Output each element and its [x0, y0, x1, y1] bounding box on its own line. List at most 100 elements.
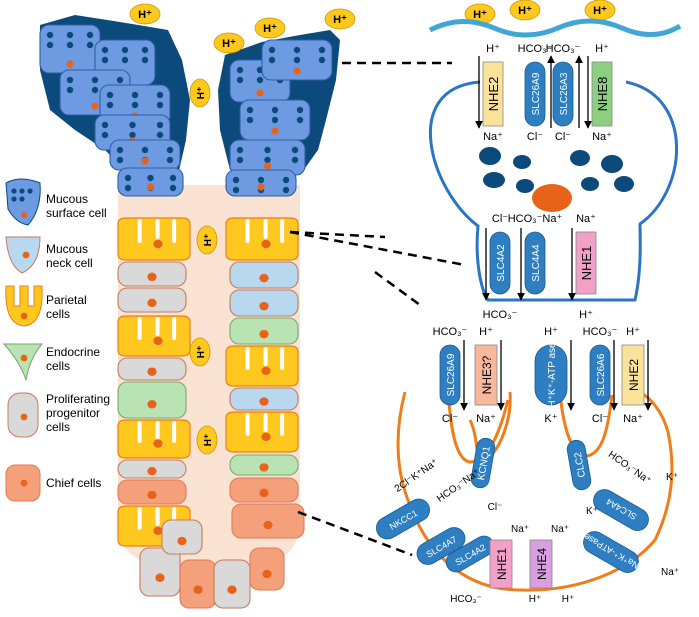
mucous-granule: [318, 46, 326, 54]
mucous-granule: [282, 176, 290, 184]
mucous-granule: [141, 46, 149, 54]
legend-label-line: neck cell: [46, 256, 93, 270]
mucous-granule: [293, 56, 301, 64]
gland-cell-right-5: [225, 169, 297, 197]
mucous-granule: [236, 146, 244, 154]
gland-cell-right-5-nucleus: [257, 183, 265, 191]
mucous-granule: [66, 86, 74, 94]
gland-cell-right-7-nucleus: [259, 273, 269, 283]
gland-cell-left-7: [117, 167, 184, 197]
mucous-granule: [129, 121, 136, 129]
gland-cell-right-9: [229, 317, 299, 345]
parietal-basolateral-nhe1: NHE1: [489, 539, 513, 589]
legend-nucleus: [20, 312, 28, 320]
mucous-granule: [86, 41, 94, 49]
proton-bubble: [189, 337, 211, 367]
gland-cell-right-14-nucleus: [259, 488, 269, 498]
gland-cell-left-8: [117, 217, 191, 261]
parietal-apical-slc26a6: SLC26A6: [589, 344, 611, 406]
surface-apical-nhe2-label: NHE2: [486, 77, 501, 112]
legend-item-chief: Chief cells: [5, 464, 101, 502]
surface-basolateral-slc4a4: SLC4A4: [524, 231, 546, 295]
parietal-basolateral-ion: K⁺: [586, 506, 598, 517]
parietal-basolateral-slc4a4: SLC4A4: [593, 489, 649, 531]
mucous-granule: [256, 76, 264, 84]
gland-cell-right-11-nucleus: [259, 397, 269, 406]
mucous-granule: [66, 41, 74, 49]
mucous-granules: [479, 147, 634, 193]
mucous-granule: [147, 174, 154, 182]
gland-cell-base-1-nucleus: [155, 573, 165, 582]
mucous-granule: [91, 76, 99, 84]
gland-cell-left-7-nucleus: [146, 183, 155, 191]
proton-label: H⁺: [138, 9, 152, 21]
surface-apical-ion-bottom: Na⁺: [483, 131, 503, 143]
parietal-basolateral-nkcc1-body: [376, 498, 430, 540]
proton-bubble: [196, 225, 218, 255]
gland-cell-left-7-body: [117, 167, 184, 197]
gland-cell-right-4: [229, 139, 306, 176]
gland-cell-right-6: [225, 217, 299, 261]
gland-cell-right-13: [229, 454, 299, 476]
parietal-apical-ion-top: H⁺: [479, 326, 493, 338]
surface-apical-slc26a3-label: SLC26A3: [559, 72, 570, 115]
gland-cell-base-2-nucleus: [193, 585, 203, 594]
gland-cell-right-12-body: [225, 411, 299, 453]
surface-apical-slc26a3: SLC26A3: [552, 61, 574, 127]
gland-cell-right-15-nucleus: [263, 520, 273, 530]
gland-cell-left-17-nucleus: [153, 526, 163, 535]
mucous-granule: [116, 156, 124, 164]
legend-nucleus: [20, 413, 28, 421]
gland-cell-left-10: [117, 287, 187, 313]
parietal-apical-ion-bottom: K⁺: [544, 413, 557, 425]
gland-cell-left-10-nucleus: [147, 298, 157, 308]
proton-label: H⁺: [473, 9, 487, 21]
surface-basolateral-ion-top: HCO₃⁻Na⁺: [508, 213, 563, 225]
gland-cell-left-14-canaliculi: [137, 421, 177, 443]
legend-label-line: progenitor: [46, 406, 100, 420]
proton-label: H⁺: [196, 346, 207, 359]
mucous-granule: [236, 76, 244, 84]
mucous-granule: [91, 86, 99, 94]
surface-basolateral-nhe1-body: [575, 231, 597, 295]
gland-cell-right-10-nucleus: [261, 366, 271, 375]
legend-nucleus: [21, 212, 27, 218]
mucous-granule: [264, 156, 271, 164]
parietal-apical-nhe2-label: NHE2: [627, 359, 641, 391]
mucous-granule: [282, 186, 290, 194]
surface-basolateral-nhe1: NHE1: [575, 231, 597, 295]
mucous-granule: [141, 146, 149, 154]
gland-cell-left-13: [117, 381, 187, 419]
parietal-basolateral-ion: K⁺: [666, 472, 678, 483]
parietal-basolateral-nkcc1: NKCC1: [376, 498, 430, 540]
gland-cell-right-6-body: [225, 217, 299, 261]
mucous-granule: [129, 131, 136, 139]
parietal-apical-slc26a9-label: SLC26A9: [446, 353, 457, 396]
legend-label-line: cells: [46, 359, 70, 373]
proton-10: H⁺: [509, 0, 541, 21]
legend-label-line: cells: [46, 307, 70, 321]
mucous-granule: [101, 121, 109, 129]
parietal-basolateral-slc4a7-body: [416, 527, 466, 565]
proton-bubble: [196, 425, 218, 455]
gland-cell-left-3-nucleus: [91, 102, 99, 110]
gland-cell-base-1: [139, 547, 181, 597]
parietal-channel-clc2-body: [566, 439, 592, 491]
mucous-granule: [291, 146, 299, 154]
parietal-basolateral-ion: Cl⁻: [488, 502, 503, 513]
parietal-apical-nhe3--label: NHE3?: [480, 355, 494, 394]
surface-cell-nucleus: [532, 184, 572, 212]
proton-bubble: [509, 0, 541, 21]
mucous-granule: [131, 91, 139, 99]
gland-cell-left-8-body: [117, 217, 191, 261]
gland-cell-right-4-nucleus: [263, 162, 272, 170]
proton-bubble: [213, 32, 245, 54]
parietal-basolateral-nhe1-body: [489, 539, 513, 589]
gland-cell-left-1: [39, 24, 101, 74]
surface-basolateral-slc4a2-label: SLC4A2: [496, 244, 507, 282]
mucous-granule: [271, 106, 279, 114]
mucous-granule: [268, 46, 276, 54]
proton-label: H⁺: [222, 38, 236, 50]
